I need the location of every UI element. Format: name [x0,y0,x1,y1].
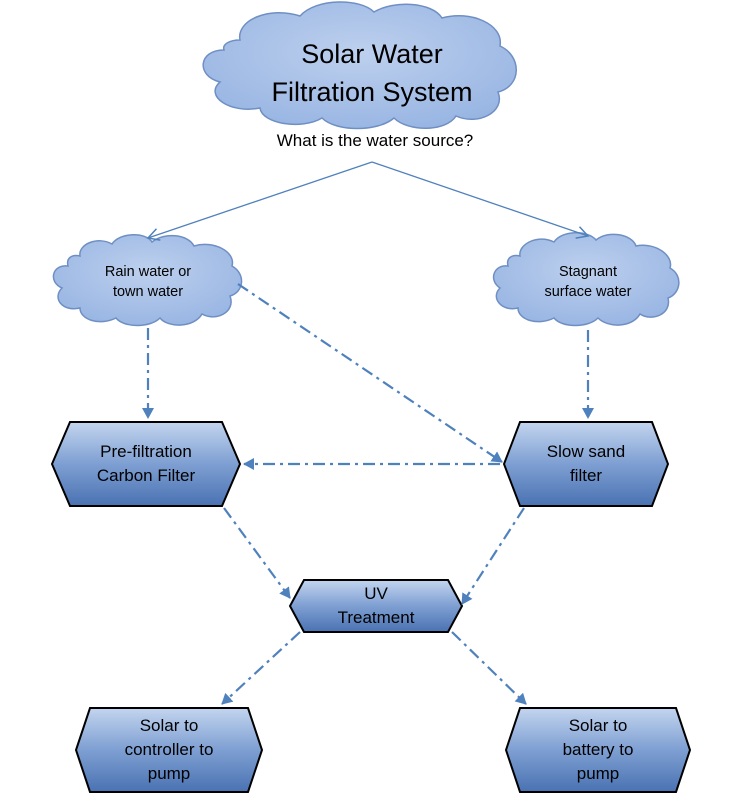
arrow-question-to-rain [146,161,373,241]
arrow-question-to-stagnant [371,161,590,239]
title-line-2: Filtration System [271,77,473,107]
connector-sand-to-uv [461,507,525,605]
controller-pump-label: Solar to controller to pump [124,716,214,783]
connector-uv-to-battery [451,631,527,705]
battery-pump-box [504,707,692,793]
title-cloud [202,1,517,130]
stagnant-water-cloud [492,232,680,327]
carbon-filter-box [50,421,242,507]
uv-treatment-label: UV Treatment [337,584,415,627]
title-label: Solar Water Filtration System [232,28,512,118]
sand-filter-box [502,421,670,507]
rain-water-label: Rain water or town water [104,264,192,300]
connector-rain-to-sand [237,283,503,463]
connector-uv-to-controller [221,631,301,705]
stagnant-water-label: Stagnant surface water [544,264,632,300]
battery-pump-label: Solar to battery to pump [562,716,634,783]
title-line-1: Solar Water [301,39,443,69]
sand-filter-label: Slow sand filter [546,442,626,485]
uv-treatment-box [288,579,464,633]
rain-water-cloud [52,234,243,327]
controller-pump-box [74,707,264,793]
water-source-question: What is the water source? [276,131,474,150]
connector-carbon-to-uv [223,507,291,599]
carbon-filter-label: Pre-filtration Carbon Filter [96,442,196,485]
